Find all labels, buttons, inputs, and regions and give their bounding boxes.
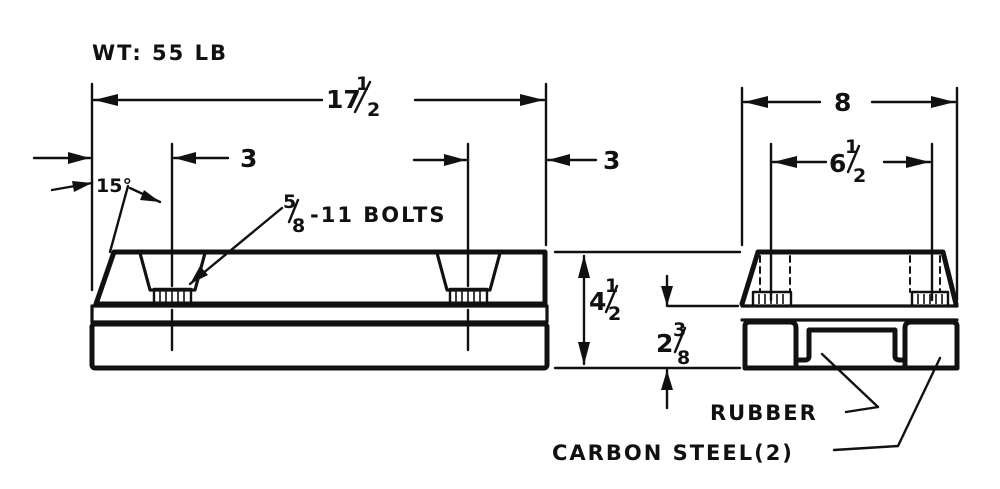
dim-left-offset: 3	[32, 144, 257, 173]
svg-text:3: 3	[240, 144, 257, 173]
side-left-steel-foot	[742, 319, 799, 371]
front-view	[89, 142, 550, 371]
svg-text:CARBON STEEL(2): CARBON STEEL(2)	[552, 441, 794, 465]
side-upper-body	[739, 249, 959, 307]
svg-text:8: 8	[834, 88, 851, 117]
callout-carbon-steel: CARBON STEEL(2)	[552, 356, 942, 465]
svg-text:6: 6	[829, 149, 846, 178]
dim-overall-length: 17 1 2	[90, 73, 548, 292]
svg-text:4: 4	[589, 287, 606, 316]
svg-text:8: 8	[677, 347, 690, 369]
side-right-steel-foot	[902, 319, 960, 371]
svg-text:3: 3	[603, 146, 620, 175]
svg-text:RUBBER: RUBBER	[710, 401, 818, 425]
front-upper-body	[93, 249, 548, 307]
front-lower-base	[89, 321, 550, 371]
svg-text:1: 1	[356, 73, 369, 95]
callout-rubber: RUBBER	[710, 352, 880, 425]
svg-text:2: 2	[608, 303, 621, 325]
svg-text:-11 BOLTS: -11 BOLTS	[310, 203, 446, 227]
front-left-bolt-head	[152, 287, 193, 306]
svg-text:5: 5	[283, 191, 296, 213]
svg-text:15°: 15°	[96, 175, 132, 197]
front-right-bolt-head	[448, 287, 489, 306]
side-view	[739, 249, 960, 371]
dim-width: 8	[740, 86, 959, 302]
dim-chamfer-angle: 15°	[50, 175, 162, 254]
weight-label: WT: 55 LB	[92, 41, 228, 65]
dim-lower-height: 2 3 8	[656, 274, 740, 410]
svg-text:8: 8	[292, 215, 305, 237]
dim-right-offset: 3	[412, 146, 620, 175]
side-rubber-channel	[793, 327, 908, 363]
svg-text:2: 2	[853, 165, 866, 187]
dim-bolt-spacing: 6 1 2	[769, 136, 934, 302]
svg-text:2: 2	[367, 99, 380, 121]
dim-height: 4 1 2	[553, 250, 742, 370]
front-steel-strip	[90, 304, 549, 324]
svg-text:1: 1	[845, 136, 858, 158]
side-right-bolt-head	[910, 290, 950, 308]
callout-bolts: 5 8 -11 BOLTS	[188, 191, 446, 286]
svg-text:2: 2	[656, 329, 673, 358]
svg-text:17: 17	[326, 85, 361, 114]
